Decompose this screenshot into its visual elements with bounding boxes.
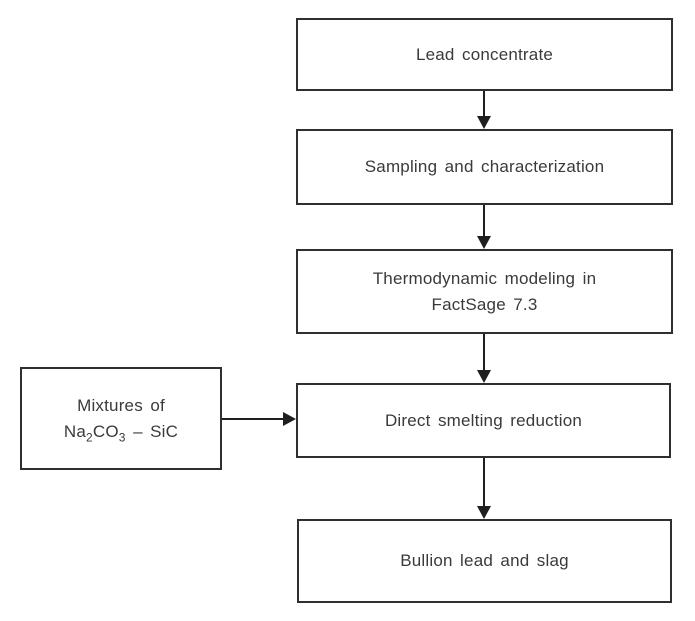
arrow-shaft: [483, 458, 485, 506]
connector-arrow-right: [222, 412, 296, 426]
flow-step-label: Lead concentrate: [415, 44, 554, 64]
arrow-shaft: [483, 205, 485, 236]
flow-step-sampling-characterization: Sampling and characterization: [296, 129, 673, 205]
flow-step-label-line2: FactSage 7.3: [431, 294, 538, 314]
arrow-shaft: [483, 91, 485, 116]
connector-arrow-down-2: [477, 205, 491, 249]
side-input-label-line1: Mixtures of: [77, 395, 165, 415]
formula-subscript: 3: [118, 429, 126, 444]
flow-step-bullion-lead-slag: Bullion lead and slag: [297, 519, 672, 603]
connector-arrow-down-1: [477, 91, 491, 129]
flow-step-label-line1: Thermodynamic modeling in: [372, 268, 597, 288]
arrowhead-down-icon: [477, 370, 491, 383]
flow-step-label: Direct smelting reduction: [384, 410, 583, 430]
formula-part: Na: [63, 421, 86, 441]
formula-part: – SiC: [125, 421, 179, 441]
side-input-formula: Na2CO3 – SiC: [64, 419, 178, 445]
flow-input-mixtures-na2co3-sic: Mixtures of Na2CO3 – SiC: [20, 367, 222, 470]
arrowhead-down-icon: [477, 506, 491, 519]
arrowhead-down-icon: [477, 116, 491, 129]
arrow-shaft: [483, 334, 485, 370]
connector-arrow-down-3: [477, 334, 491, 383]
flow-step-thermodynamic-modeling: Thermodynamic modeling in FactSage 7.3: [296, 249, 673, 334]
formula-part: CO: [92, 421, 119, 441]
arrowhead-right-icon: [283, 412, 296, 426]
flow-step-lead-concentrate: Lead concentrate: [296, 18, 673, 91]
flow-step-label: Bullion lead and slag: [400, 551, 569, 570]
arrow-shaft: [222, 418, 283, 420]
arrowhead-down-icon: [477, 236, 491, 249]
formula-subscript: 2: [85, 429, 93, 444]
flow-step-label: Sampling and characterization: [364, 157, 605, 176]
connector-arrow-down-4: [477, 458, 491, 519]
flow-step-direct-smelting-reduction: Direct smelting reduction: [296, 383, 671, 458]
